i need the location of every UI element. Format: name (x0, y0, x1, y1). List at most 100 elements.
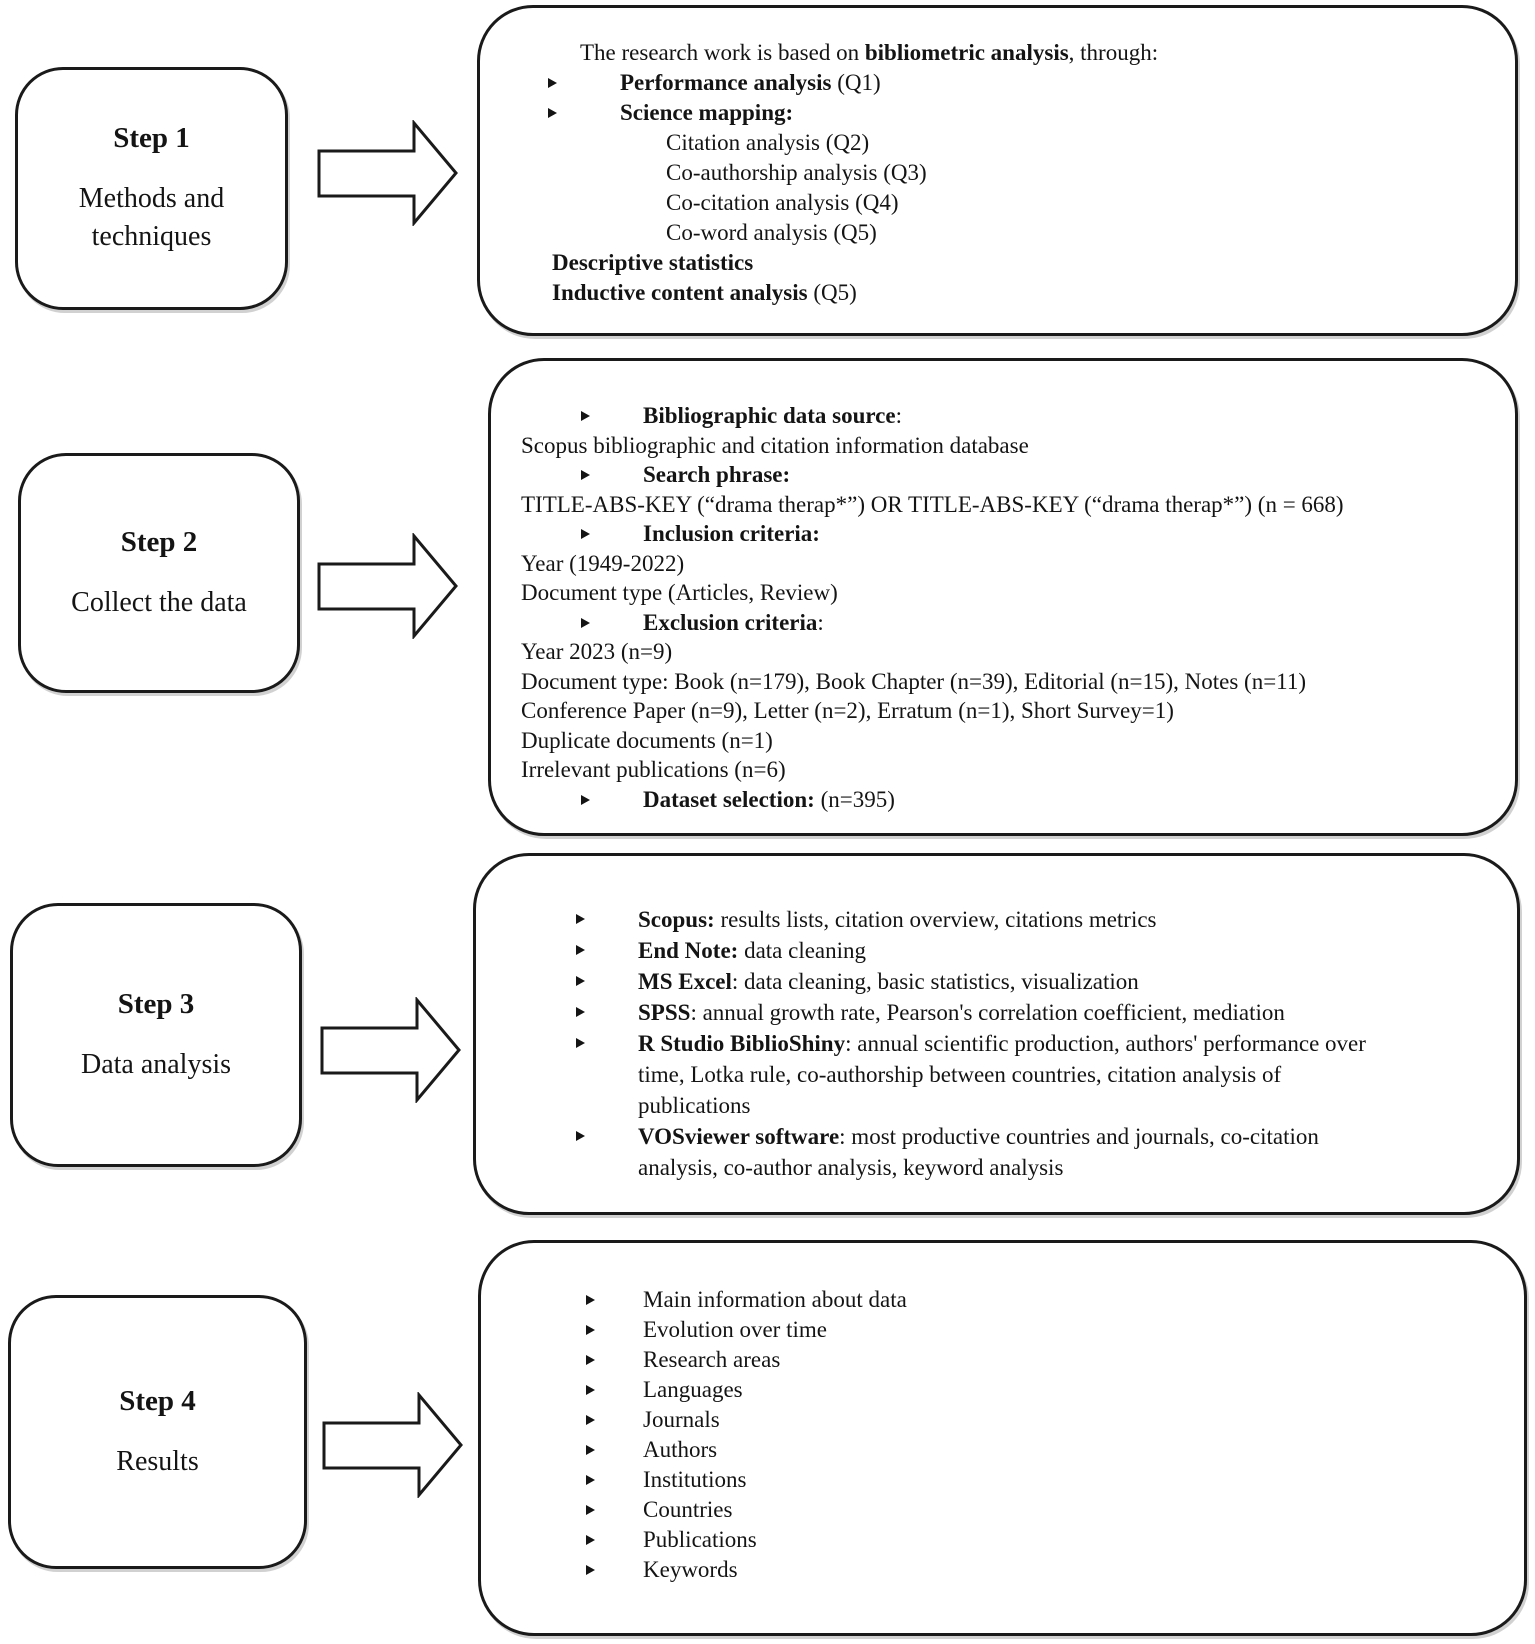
triangle-bullet-icon (581, 785, 643, 805)
flow-arrow (322, 1390, 463, 1500)
text-bold: Dataset selection: (643, 786, 815, 812)
triangle-bullet-icon (586, 1535, 595, 1545)
triangle-bullet-icon (548, 68, 620, 88)
triangle-bullet-icon (581, 411, 590, 421)
triangle-bullet-icon (586, 1405, 643, 1425)
triangle-bullet-icon (586, 1325, 595, 1335)
content-line-text: Authors (643, 1435, 1498, 1465)
text: Publications (643, 1527, 757, 1552)
triangle-bullet-icon (581, 794, 590, 805)
content-line: Irrelevant publications (n=6) (491, 755, 1515, 785)
right-arrow-icon (317, 118, 458, 228)
content-line-text: Science mapping: (620, 98, 1489, 128)
content-line: Countries (481, 1495, 1524, 1525)
content-line-text: MS Excel: data cleaning, basic statistic… (638, 966, 1491, 997)
content-line: Conference Paper (n=9), Letter (n=2), Er… (491, 696, 1515, 726)
content-line: Dataset selection: (n=395) (491, 785, 1515, 815)
text-bold: End Note: (638, 938, 739, 963)
content-line: TITLE-ABS-KEY (“drama therap*”) OR TITLE… (491, 490, 1515, 520)
content-line: Journals (481, 1405, 1524, 1435)
right-arrow-icon (322, 1390, 463, 1500)
text: Scopus bibliographic and citation inform… (521, 432, 1029, 458)
text: Journals (643, 1407, 720, 1432)
text-bold: SPSS (638, 1000, 691, 1025)
text: : annual scientific production, authors'… (638, 1031, 1366, 1118)
text: : (895, 403, 902, 428)
text-bold: Inclusion criteria: (643, 521, 820, 546)
text: Languages (643, 1377, 743, 1402)
triangle-bullet-icon (576, 914, 585, 924)
text-bold: Scopus: (638, 907, 715, 932)
content-line-text: Inclusion criteria: (643, 519, 1489, 549)
triangle-bullet-icon (586, 1465, 643, 1485)
text: : most productive countries and journals… (638, 1124, 1319, 1180)
content-line-text: Main information about data (643, 1285, 1498, 1315)
content-line: SPSS: annual growth rate, Pearson's corr… (476, 997, 1517, 1028)
content-line-text: Research areas (643, 1345, 1498, 1375)
right-arrow-icon (320, 995, 461, 1105)
text: Keywords (643, 1557, 738, 1582)
triangle-bullet-icon (586, 1375, 643, 1395)
content-line: Document type (Articles, Review) (491, 578, 1515, 608)
text: (Q1) (831, 70, 881, 95)
triangle-bullet-icon (586, 1285, 643, 1305)
triangle-bullet-icon (581, 519, 643, 539)
triangle-bullet-icon (576, 966, 638, 986)
content-line: Research areas (481, 1345, 1524, 1375)
step-label: Step 3 (117, 987, 195, 1020)
content-line: End Note: data cleaning (476, 935, 1517, 966)
triangle-bullet-icon (576, 976, 585, 986)
triangle-bullet-icon (586, 1505, 595, 1515)
triangle-bullet-icon (548, 98, 620, 118)
step-title: Methods and techniques (78, 183, 225, 252)
text-bold: Science mapping: (620, 100, 794, 125)
content-line-text: R Studio BiblioShiny: annual scientific … (638, 1028, 1491, 1121)
triangle-bullet-icon (576, 997, 638, 1017)
content-line: VOSviewer software: most productive coun… (476, 1121, 1517, 1183)
content-line-text: Journals (643, 1405, 1498, 1435)
text: TITLE-ABS-KEY (“drama therap*”) OR TITLE… (521, 491, 1344, 517)
flow-arrow (317, 118, 458, 228)
content-box-2: Bibliographic data source: Scopus bibliog… (488, 358, 1518, 836)
content-line-text: Scopus: results lists, citation overview… (638, 904, 1491, 935)
text: : (817, 609, 824, 635)
text-bold: MS Excel (638, 969, 732, 994)
content-line: Document type: Book (n=179), Book Chapte… (491, 667, 1515, 697)
step-title: Collect the data (71, 586, 247, 618)
content-line: R Studio BiblioShiny: annual scientific … (476, 1028, 1517, 1121)
content-line-text: Keywords (643, 1555, 1498, 1585)
step-label: Step 4 (119, 1384, 196, 1417)
triangle-bullet-icon (576, 935, 638, 955)
content-line-text: Evolution over time (643, 1315, 1498, 1345)
text: Institutions (643, 1467, 747, 1492)
text: results lists, citation overview, citati… (714, 907, 1157, 932)
text-bold: Bibliographic data source (643, 403, 896, 428)
content-line-text: VOSviewer software: most productive coun… (638, 1121, 1491, 1183)
step-title: Results (116, 1445, 199, 1477)
content-line-text: Search phrase: (643, 460, 1489, 490)
step-label: Step 1 (113, 122, 190, 154)
step-box-1: Step 1 Methods and techniques (15, 67, 288, 310)
text: Research areas (643, 1347, 781, 1372)
text: Year 2023 (n=9) (521, 639, 673, 664)
content-line: Science mapping: (480, 98, 1515, 128)
content-line: Publications (481, 1525, 1524, 1555)
text-bold: Exclusion criteria (643, 609, 818, 635)
content-line: The research work is based on bibliometr… (480, 38, 1515, 68)
text: Year (1949-2022) (521, 550, 685, 576)
triangle-bullet-icon (548, 78, 557, 88)
triangle-bullet-icon (576, 1028, 638, 1048)
triangle-bullet-icon (581, 460, 643, 480)
triangle-bullet-icon (576, 1007, 585, 1017)
triangle-bullet-icon (586, 1555, 643, 1575)
content-line: Inclusion criteria: (491, 519, 1515, 549)
triangle-bullet-icon (586, 1495, 643, 1515)
content-line-text: Exclusion criteria: (643, 608, 1489, 638)
text: The research work is based on (580, 40, 865, 65)
content-line: Year 2023 (n=9) (491, 637, 1515, 667)
triangle-bullet-icon (576, 1131, 585, 1141)
text: : data cleaning, basic statistics, visua… (731, 969, 1139, 994)
triangle-bullet-icon (586, 1345, 643, 1365)
